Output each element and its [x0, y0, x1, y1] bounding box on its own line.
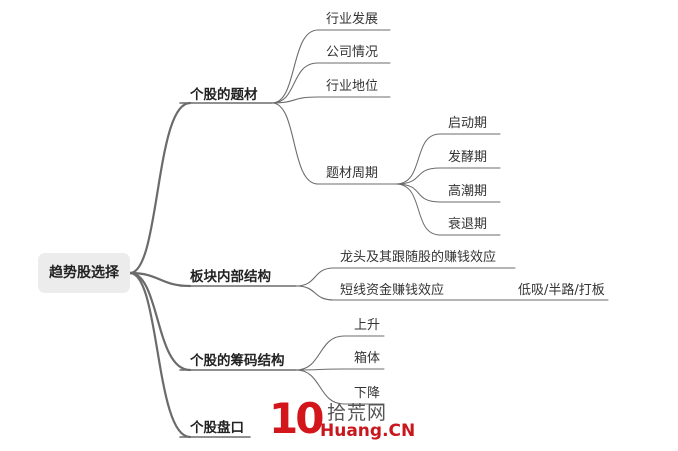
link-cycle-3: [395, 183, 441, 203]
link-theme-1: [271, 29, 319, 104]
link-theme-2: [271, 62, 319, 104]
link-chips-1: [295, 335, 345, 371]
link-root-theme: [128, 101, 192, 275]
sector-sub-item[interactable]: 低吸/半路/打板: [518, 283, 605, 298]
link-cycle-1: [395, 133, 441, 185]
link-theme-3: [271, 96, 319, 104]
theme-item-3[interactable]: 行业地位: [326, 79, 379, 94]
theme-item-2[interactable]: 公司情况: [326, 45, 379, 60]
link-cycle-2: [395, 167, 441, 185]
theme-cycle[interactable]: 题材周期: [326, 166, 379, 181]
watermark-domain: Huang.CN: [320, 421, 416, 441]
link-root-chips: [128, 271, 192, 372]
root-node[interactable]: 趋势股选择: [38, 253, 130, 293]
cycle-stage-2[interactable]: 发酵期: [448, 150, 488, 165]
branch-tape[interactable]: 个股盘口: [190, 420, 244, 436]
link-root-tape: [128, 271, 192, 439]
theme-item-1[interactable]: 行业发展: [326, 12, 379, 27]
cycle-stage-1[interactable]: 启动期: [448, 116, 488, 131]
sector-item-1[interactable]: 龙头及其跟随股的赚钱效应: [340, 250, 497, 265]
link-chips-3: [295, 369, 345, 405]
branch-theme[interactable]: 个股的题材: [190, 87, 258, 103]
link-sector-2: [295, 285, 335, 301]
branch-chips[interactable]: 个股的筹码结构: [190, 353, 285, 369]
link-chips-2: [295, 368, 345, 371]
chips-item-2[interactable]: 箱体: [354, 351, 381, 366]
link-cycle-4: [395, 183, 441, 236]
branch-sector[interactable]: 板块内部结构: [190, 269, 271, 285]
link-sector-1: [295, 267, 335, 287]
watermark-number: 10: [269, 394, 324, 443]
cycle-stage-3[interactable]: 高潮期: [448, 184, 488, 199]
link-theme-cycle: [271, 102, 319, 185]
sector-item-2[interactable]: 短线资金赚钱效应: [340, 283, 445, 298]
chips-item-1[interactable]: 上升: [354, 318, 381, 333]
watermark-name: 拾荒网: [327, 402, 388, 424]
chips-item-3[interactable]: 下降: [354, 386, 381, 401]
cycle-stage-4[interactable]: 衰退期: [448, 217, 488, 232]
